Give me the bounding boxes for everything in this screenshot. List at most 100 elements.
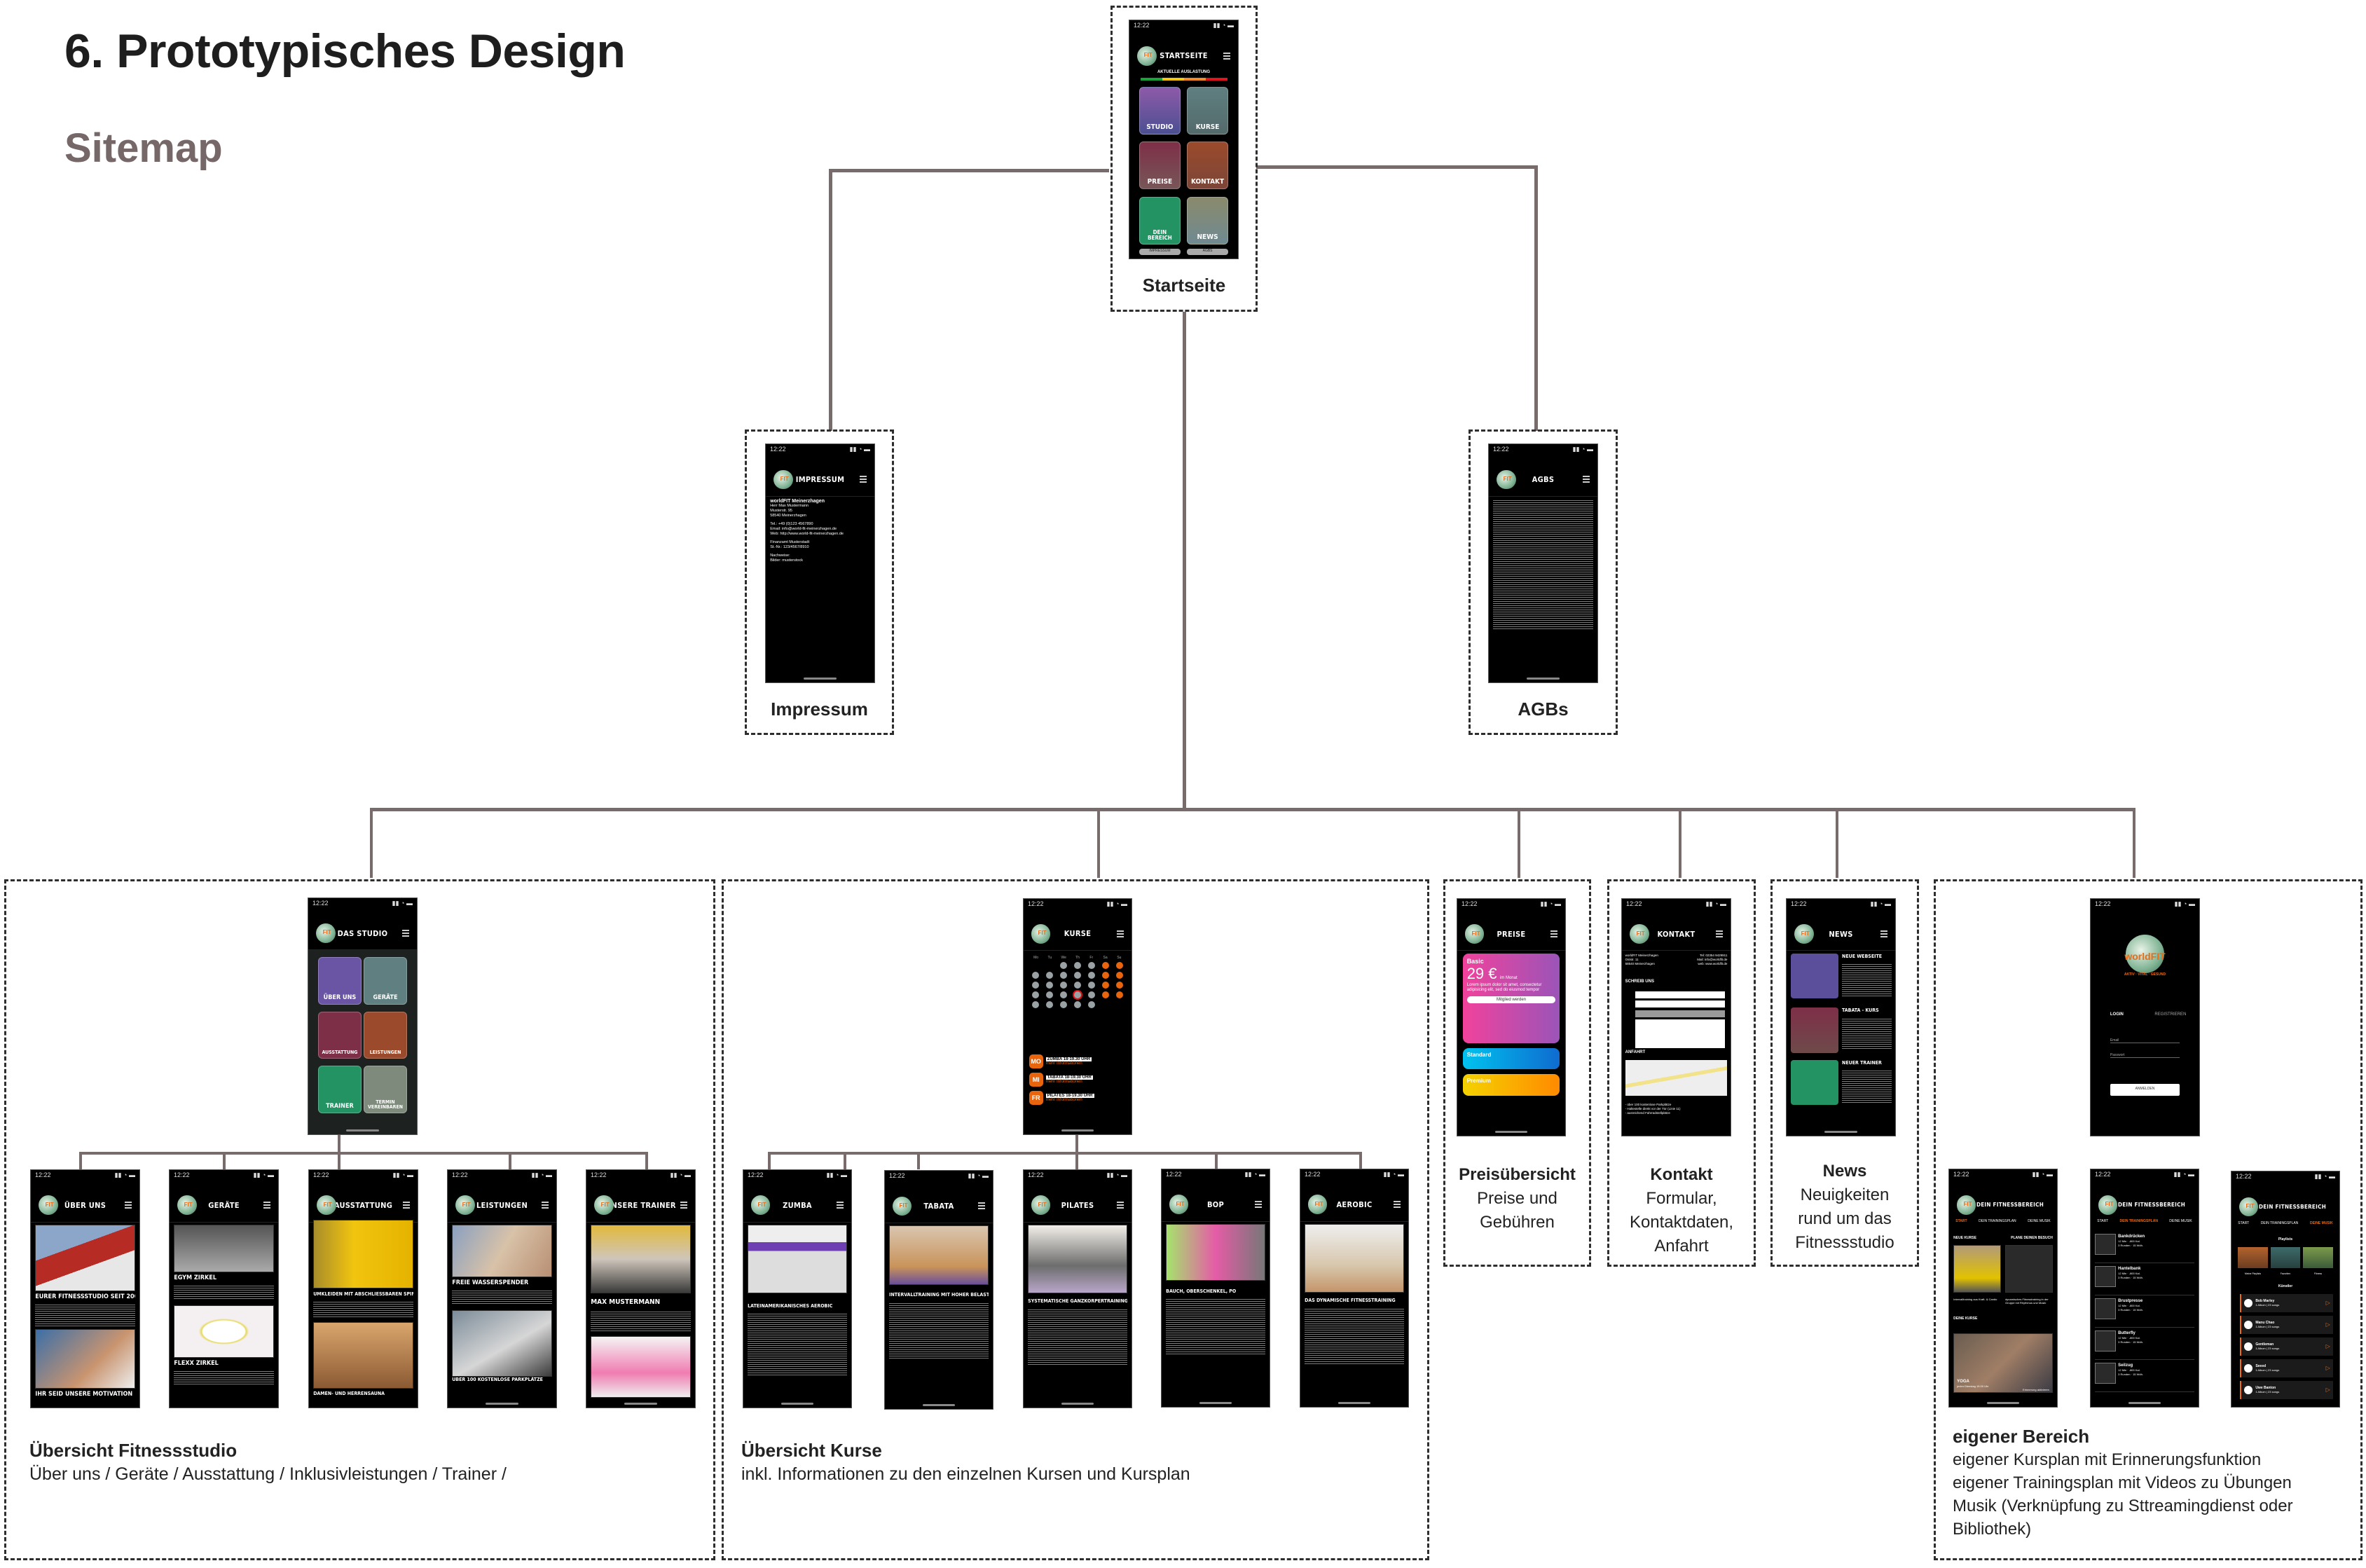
hamburger-menu-icon[interactable] xyxy=(1255,1201,1263,1209)
screen-fitnessbereich-start[interactable]: 12:22▮▮ ◔ ▬ Dein Fitnessbereich StartDei… xyxy=(1948,1169,2058,1408)
subject-dropdown[interactable] xyxy=(1635,1010,1726,1017)
hamburger-menu-icon[interactable] xyxy=(1117,1202,1124,1209)
tab-musik[interactable]: Deine Musik xyxy=(2169,1219,2192,1224)
play-icon[interactable]: ▷ xyxy=(2325,1321,2330,1328)
screen-kontakt[interactable]: 12:22▮▮ ◔ ▬ Kontakt worldFIT Meinerzhage… xyxy=(1621,898,1731,1136)
screen-preise[interactable]: 12:22▮▮ ◔ ▬ Preise Basic 29 € im Monat L… xyxy=(1457,898,1566,1136)
schedule-row[interactable]: FR Pilates 18-19.30 Uhrmehr Informatione… xyxy=(1029,1090,1127,1105)
play-icon[interactable]: ▷ xyxy=(2325,1300,2330,1307)
screen-pilates[interactable]: 12:22▮▮ ◔ ▬ Pilates Systematische Ganzkö… xyxy=(1023,1169,1132,1408)
more-info-link[interactable]: mehr Informationen xyxy=(1045,1061,1082,1066)
screen-bop[interactable]: 12:22▮▮ ◔ ▬ BOP Bauch, Oberschenkel, Po xyxy=(1161,1169,1270,1408)
hamburger-menu-icon[interactable] xyxy=(125,1202,132,1209)
yoga-card[interactable]: Yoga jeden Dienstag 19.00 Uhr Erinnerung… xyxy=(1953,1333,2053,1393)
tile-termin-vereinbaren[interactable]: Termin vereinbaren xyxy=(364,1066,408,1113)
email-input[interactable] xyxy=(1635,1000,1726,1008)
hamburger-menu-icon[interactable] xyxy=(403,1202,411,1209)
screen-das-studio[interactable]: 12:22▮▮ ◔ ▬ Das Studio Über uns Geräte A… xyxy=(308,898,418,1135)
schedule-row[interactable]: MO Zumba 18-19.30 Uhrmehr Informationen xyxy=(1029,1054,1127,1068)
tile-geraete[interactable]: Geräte xyxy=(364,957,408,1005)
hamburger-menu-icon[interactable] xyxy=(1223,52,1231,60)
screen-impressum[interactable]: 12:22▮▮ ◔ ▬ Impressum worldFIT Meinerzha… xyxy=(765,443,875,683)
play-icon[interactable]: ▷ xyxy=(2325,1365,2330,1372)
screen-geraete[interactable]: 12:22▮▮ ◔ ▬ Geräte eGym Zirkel Flexx Zir… xyxy=(169,1169,279,1408)
impressum-link[interactable]: Impressum xyxy=(1139,249,1181,255)
tile-ausstattung[interactable]: Ausstattung xyxy=(317,1011,362,1059)
message-textarea[interactable] xyxy=(1635,1019,1726,1048)
news-title[interactable]: Neue Webseite xyxy=(1842,953,1883,959)
tab-trainingsplan[interactable]: Dein Trainingsplan xyxy=(2119,1219,2158,1224)
tile-preise[interactable]: Preise xyxy=(1139,142,1181,190)
screen-tabata[interactable]: 12:22▮▮ ◔ ▬ Tabata Intervalltraining mit… xyxy=(884,1170,993,1410)
playlist-fitness[interactable] xyxy=(2303,1246,2333,1268)
news-title[interactable]: Neuer Trainer xyxy=(1842,1059,1882,1066)
hamburger-menu-icon[interactable] xyxy=(263,1202,271,1209)
screen-startseite[interactable]: 12:22▮▮ ◔ ▬ Startseite Aktuelle Auslastu… xyxy=(1129,20,1239,259)
screen-ausstattung[interactable]: 12:22▮▮ ◔ ▬ Ausstattung Umkleiden mit ab… xyxy=(308,1169,418,1408)
reminder-checkbox[interactable]: Erinnerung aktivieren xyxy=(2023,1387,2049,1391)
screen-login[interactable]: 12:22▮▮ ◔ ▬ worldFIT AKTIV · VITAL · GES… xyxy=(2090,898,2200,1136)
tile-kontakt[interactable]: Kontakt xyxy=(1187,142,1229,190)
hamburger-menu-icon[interactable] xyxy=(1394,1201,1401,1209)
hamburger-menu-icon[interactable] xyxy=(542,1202,549,1209)
screen-ueber-uns[interactable]: 12:22▮▮ ◔ ▬ Über uns Eurer Fitnessstudio… xyxy=(30,1169,140,1408)
plan-premium[interactable]: Premium xyxy=(1462,1074,1560,1096)
tile-trainer[interactable]: Trainer xyxy=(317,1066,362,1113)
screen-unsere-trainer[interactable]: 12:22▮▮ ◔ ▬ Unsere Trainer Max Musterman… xyxy=(586,1169,696,1408)
play-icon[interactable]: ▷ xyxy=(2325,1387,2330,1394)
hamburger-menu-icon[interactable] xyxy=(837,1202,844,1209)
hamburger-menu-icon[interactable] xyxy=(860,476,867,483)
tile-ueber-uns[interactable]: Über uns xyxy=(317,957,362,1005)
name-input[interactable] xyxy=(1635,991,1726,998)
tab-login[interactable]: Login xyxy=(2110,1012,2124,1017)
become-member-button[interactable]: Mitglied werden xyxy=(1466,996,1556,1003)
more-info-link[interactable]: mehr Informationen xyxy=(1045,1079,1082,1084)
tab-start[interactable]: Start xyxy=(1955,1219,1967,1224)
tabata-card[interactable] xyxy=(1953,1245,2001,1293)
play-icon[interactable]: ▷ xyxy=(2325,1343,2330,1350)
map[interactable] xyxy=(1625,1059,1728,1096)
hamburger-menu-icon[interactable] xyxy=(1880,930,1888,938)
screen-leistungen[interactable]: 12:22▮▮ ◔ ▬ Leistungen Freie Wasserspend… xyxy=(447,1169,557,1408)
password-input[interactable]: Passwort xyxy=(2110,1053,2180,1058)
schedule-row[interactable]: MI Tabata 18-19.30 Uhrmehr Informationen xyxy=(1029,1072,1127,1087)
plan-basic[interactable]: Basic 29 € im Monat Lorem ipsum dolor si… xyxy=(1462,953,1560,1044)
tile-dein-bereich[interactable]: Dein Bereich xyxy=(1139,196,1181,245)
login-button[interactable]: Anmelden xyxy=(2110,1083,2180,1096)
tab-start[interactable]: Start xyxy=(2238,1220,2250,1225)
tab-trainingsplan[interactable]: Dein Trainingsplan xyxy=(2260,1220,2299,1225)
tab-musik[interactable]: Deine Musik xyxy=(2309,1220,2333,1225)
hamburger-menu-icon[interactable] xyxy=(680,1202,688,1209)
news-title[interactable]: Tabata - Kurs xyxy=(1842,1007,1879,1014)
hamburger-menu-icon[interactable] xyxy=(1117,930,1124,937)
hamburger-menu-icon[interactable] xyxy=(402,930,410,937)
screen-agbs[interactable]: 12:22▮▮ ◔ ▬ AGBs xyxy=(1488,443,1598,683)
tile-news[interactable]: News xyxy=(1187,196,1229,245)
hamburger-menu-icon[interactable] xyxy=(1716,930,1724,938)
hamburger-menu-icon[interactable] xyxy=(978,1202,986,1210)
hamburger-menu-icon[interactable] xyxy=(1583,476,1590,483)
more-info-link[interactable]: mehr Informationen xyxy=(1045,1097,1082,1102)
tile-leistungen[interactable]: Leistungen xyxy=(364,1011,408,1059)
tile-studio[interactable]: Studio xyxy=(1139,87,1181,135)
tile-kurse[interactable]: Kurse xyxy=(1187,87,1229,135)
tab-musik[interactable]: Deine Musik xyxy=(2028,1219,2051,1224)
screen-fitnessbereich-training[interactable]: 12:22▮▮ ◔ ▬ Dein Fitnessbereich StartDei… xyxy=(2090,1169,2199,1408)
screen-aerobic[interactable]: 12:22▮▮ ◔ ▬ Aerobic Das dynamische Fitne… xyxy=(1300,1169,1409,1408)
tab-trainingsplan[interactable]: Dein Trainingsplan xyxy=(1979,1219,2016,1224)
playlist-favoriten[interactable] xyxy=(2270,1246,2301,1268)
email-input[interactable]: Email xyxy=(2110,1038,2180,1044)
hamburger-menu-icon[interactable] xyxy=(1550,930,1558,938)
playlist-meine[interactable] xyxy=(2238,1246,2268,1268)
tab-start[interactable]: Start xyxy=(2097,1219,2109,1224)
